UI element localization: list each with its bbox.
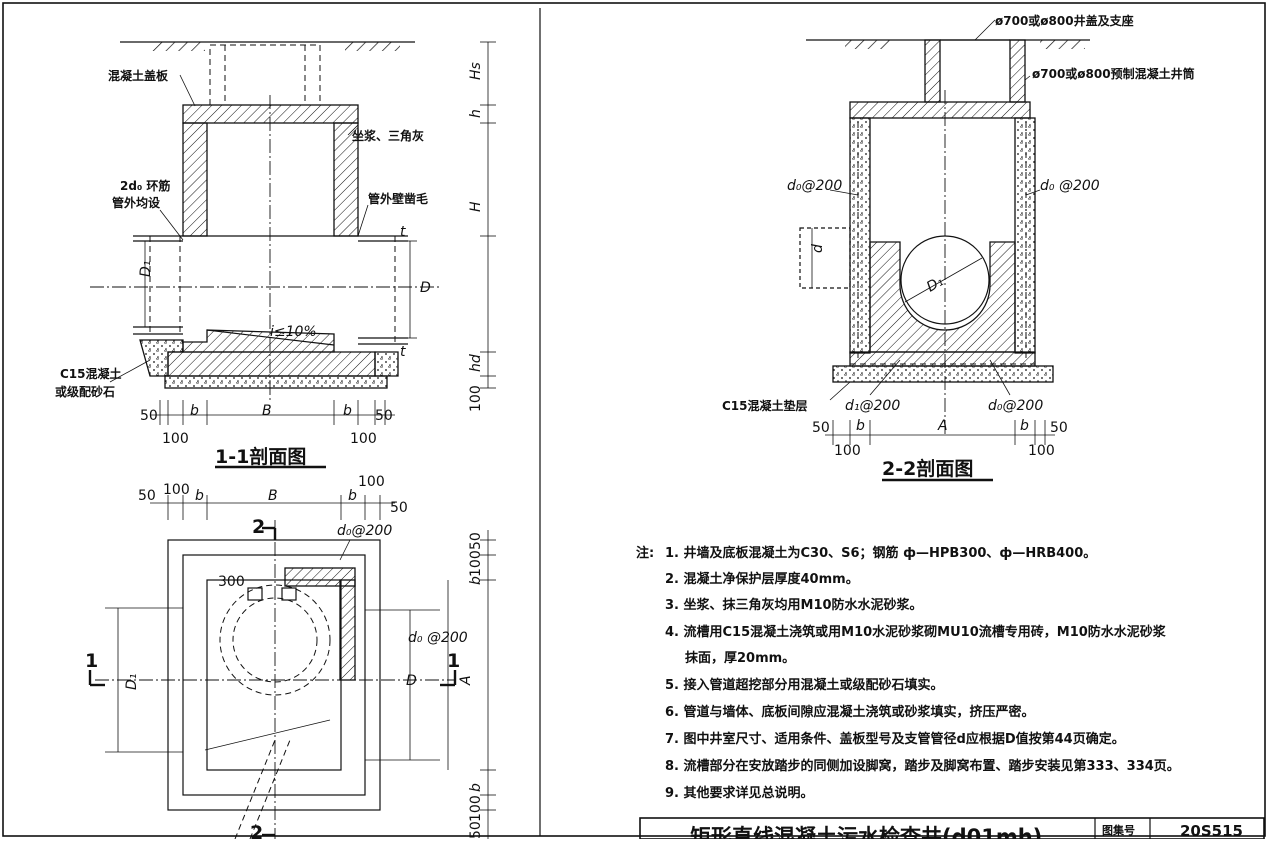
dim-100-left-22: 100 bbox=[834, 443, 861, 459]
label-D1-22: D₁ bbox=[924, 273, 946, 295]
note-9: 9. 其他要求详见总说明。 bbox=[665, 785, 814, 801]
note-6: 6. 管道与墙体、底板间隙应混凝土浇筑或砂浆填实，挤压严密。 bbox=[665, 704, 1035, 720]
label-ring-bar: 2d₀ 环筋 bbox=[120, 178, 170, 193]
dim-50-top-plan: 50 bbox=[138, 488, 156, 504]
note-8: 8. 流槽部分在安放踏步的同侧加设脚窝，踏步及脚窝布置、踏步安装见第333、33… bbox=[665, 758, 1180, 774]
label-bar-right-22: d₀ @200 bbox=[1040, 178, 1100, 194]
label-mortar: 坐浆、三角灰 bbox=[352, 128, 424, 143]
dim-100-bottom-plan: 100 bbox=[468, 795, 484, 822]
dim-50-right-plan: 50 bbox=[468, 532, 484, 550]
dim-t-bottom: t bbox=[400, 344, 406, 360]
dim-b-top-right-plan: b bbox=[348, 488, 357, 504]
note-2: 2. 混凝土净保护层厚度40mm。 bbox=[665, 571, 859, 587]
dim-b-left: b bbox=[190, 403, 199, 419]
label-base-fill: C15混凝土 bbox=[60, 366, 122, 381]
dim-t-top: t bbox=[400, 224, 406, 240]
dim-b-right-plan: b bbox=[468, 576, 484, 585]
plan-view bbox=[88, 495, 496, 840]
label-bar-top-plan: d₀@200 bbox=[337, 523, 392, 539]
dim-D-plan: D bbox=[406, 673, 417, 689]
cut-2-top: 2 bbox=[252, 516, 265, 538]
note-3: 3. 坐浆、抹三角灰均用M10防水水泥砂浆。 bbox=[665, 597, 923, 613]
dim-B-plan: B bbox=[268, 488, 278, 504]
label-d-22: d bbox=[810, 244, 826, 253]
dim-50-bottom-plan: 50 bbox=[468, 821, 484, 839]
dim-D1: D₁ bbox=[138, 261, 154, 277]
notes-prefix: 注: bbox=[636, 545, 654, 561]
dim-50-left: 50 bbox=[140, 408, 158, 424]
label-bar-d0-22: d₀@200 bbox=[988, 398, 1043, 414]
cut-1-left: 1 bbox=[85, 650, 98, 672]
dim-D: D bbox=[420, 280, 431, 296]
label-riser-22: ø700或ø800预制混凝土井筒 bbox=[1032, 66, 1195, 81]
dim-b-right-22: b bbox=[1020, 418, 1029, 434]
dim-b-top-left-plan: b bbox=[195, 488, 204, 504]
label-bar-left-22: d₀@200 bbox=[787, 178, 842, 194]
dim-100-right-plan: 100 bbox=[468, 550, 484, 577]
dim-50-top-right-plan: 50 bbox=[390, 500, 408, 516]
label-slope: i≤10% bbox=[270, 324, 317, 340]
cut-1-right: 1 bbox=[447, 650, 460, 672]
dim-b-right: b bbox=[343, 403, 352, 419]
dim-h: h bbox=[468, 109, 484, 118]
dim-50-right-22: 50 bbox=[1050, 420, 1068, 436]
title-block-title: 矩形直线混凝土污水检查井(d01mh) bbox=[690, 825, 1042, 839]
label-cushion-22: C15混凝土垫层 bbox=[722, 398, 808, 413]
dim-A-plan: A bbox=[458, 675, 474, 686]
dim-50-right: 50 bbox=[375, 408, 393, 424]
section-1-1 bbox=[90, 41, 496, 469]
title-section-1-1: 1-1剖面图 bbox=[215, 445, 306, 468]
dim-100-top-right-plan: 100 bbox=[358, 474, 385, 490]
label-ring-bar-2: 管外均设 bbox=[112, 195, 161, 210]
dim-B: B bbox=[262, 403, 272, 419]
dim-50-22: 50 bbox=[812, 420, 830, 436]
dim-hd: hd bbox=[468, 354, 484, 372]
title-section-2-2: 2-2剖面图 bbox=[882, 457, 973, 480]
dim-100-right: 100 bbox=[350, 431, 377, 447]
dim-H: H bbox=[468, 201, 484, 212]
dim-100-right-22: 100 bbox=[1028, 443, 1055, 459]
note-4-cont: 抹面，厚20mm。 bbox=[685, 650, 795, 666]
note-7: 7. 图中井室尺寸、适用条件、盖板型号及支管管径d应根据D值按第44页确定。 bbox=[665, 731, 1125, 747]
note-1: 1. 井墙及底板混凝土为C30、S6；钢筋 ф—HPB300、ф—HRB400。 bbox=[665, 545, 1096, 561]
dim-100-top-left-plan: 100 bbox=[163, 482, 190, 498]
label-base-fill-2: 或级配砂石 bbox=[55, 384, 115, 399]
dim-A-22: A bbox=[937, 418, 948, 434]
note-4: 4. 流槽用C15混凝土浇筑或用M10水泥砂浆砌MU10流槽专用砖，M10防水水… bbox=[665, 624, 1167, 640]
label-300-plan: 300 bbox=[218, 574, 245, 590]
title-block-atlas-no: 20S515 bbox=[1180, 822, 1243, 839]
dim-b-bottom-plan: b bbox=[468, 783, 484, 792]
label-bar-d1-22: d₁@200 bbox=[845, 398, 900, 414]
label-bar-side-plan: d₀ @200 bbox=[408, 630, 468, 646]
label-cover-22: ø700或ø800井盖及支座 bbox=[995, 13, 1134, 28]
note-5: 5. 接入管道超挖部分用混凝土或级配砂石填实。 bbox=[665, 677, 944, 693]
dim-100-vertical: 100 bbox=[468, 385, 484, 412]
section-2-2 bbox=[799, 19, 1090, 482]
dim-b-left-22: b bbox=[856, 418, 865, 434]
cut-2-bottom: 2 bbox=[250, 822, 263, 839]
dim-100-left: 100 bbox=[162, 431, 189, 447]
dim-hs: Hs bbox=[468, 62, 484, 80]
title-block-atlas-label: 图集号 bbox=[1102, 823, 1135, 837]
label-cover-slab: 混凝土盖板 bbox=[108, 68, 169, 83]
dim-D1-plan: D₁ bbox=[124, 674, 140, 690]
label-chisel: 管外壁凿毛 bbox=[368, 191, 428, 206]
